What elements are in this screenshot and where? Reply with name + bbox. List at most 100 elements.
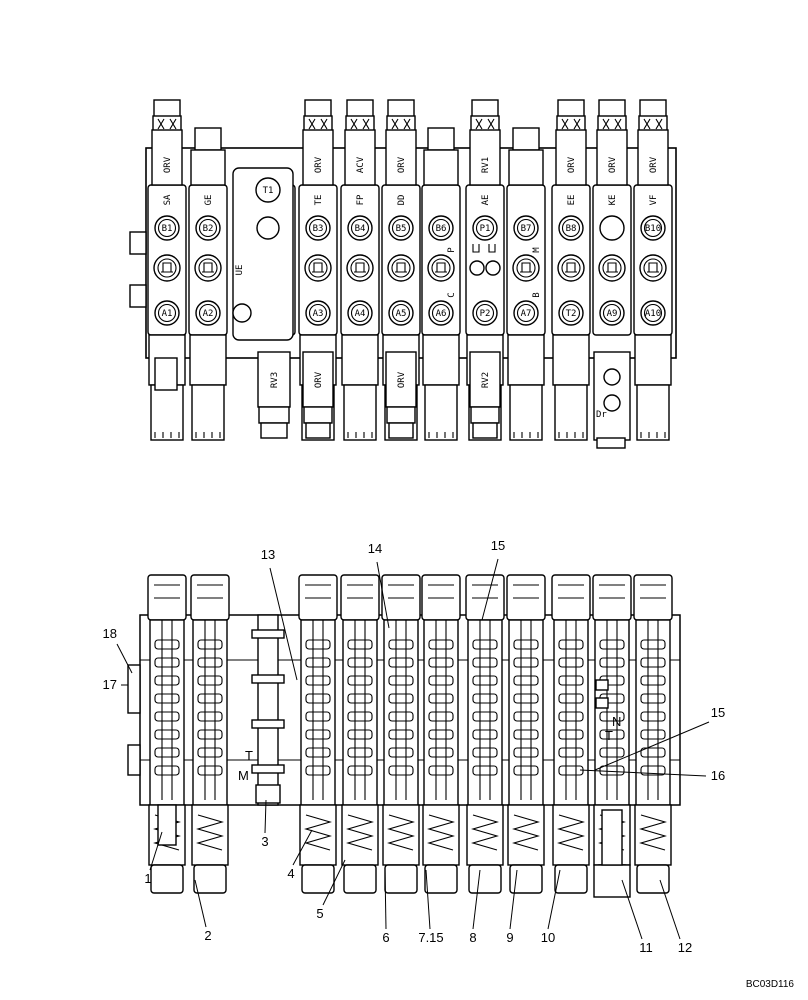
rv3-valve — [257, 351, 291, 408]
spool-land — [428, 765, 454, 776]
spool-land — [558, 693, 584, 704]
spool-land — [388, 711, 414, 722]
spool-rod — [479, 620, 491, 800]
port-boss — [508, 149, 544, 186]
spool-land — [472, 747, 498, 758]
end-cap — [384, 864, 418, 894]
spring-housing — [341, 804, 379, 866]
port-circle-upper-inner — [157, 218, 177, 238]
inlet-plug — [256, 216, 280, 240]
valve-hex-marks — [475, 118, 495, 130]
relief-valve-top — [385, 129, 417, 186]
spool-land — [154, 747, 180, 758]
spool-land — [154, 765, 180, 776]
port-plug — [194, 127, 222, 151]
callout-leader-2 — [194, 879, 207, 928]
section-code: FP — [356, 194, 366, 205]
end-cap — [343, 864, 377, 894]
callout-1: 1 — [144, 871, 151, 886]
spool-land — [197, 693, 223, 704]
bottom-valve-cap — [472, 422, 498, 439]
spool-key-mark — [354, 262, 366, 273]
lower-body — [189, 334, 227, 386]
port-label-upper: B3 — [313, 224, 324, 234]
valve-hex-marks — [350, 118, 370, 130]
callout-5: 5 — [316, 906, 323, 921]
callout-9: 9 — [506, 930, 513, 945]
port-label-lower: P2 — [480, 309, 491, 319]
lower-cap — [343, 384, 377, 441]
end-cap — [424, 864, 458, 894]
spool-end-inner — [157, 258, 177, 278]
cap-lines — [154, 584, 180, 599]
section-code: AE — [481, 195, 491, 206]
end-cap — [150, 864, 184, 894]
spool-rod — [435, 620, 447, 800]
spool-land — [305, 729, 331, 740]
spool-rod — [606, 620, 618, 800]
port-circle-lower-inner — [350, 303, 370, 323]
check-port-right — [485, 260, 501, 276]
body-letter: T — [245, 748, 253, 763]
top-valve-label: RV1 — [481, 157, 491, 173]
callout-7.15: 7.15 — [418, 930, 443, 945]
spool-land — [558, 657, 584, 668]
port-label-lower: A2 — [203, 309, 214, 319]
spool-land — [154, 675, 180, 686]
port-label-lower: T2 — [566, 309, 577, 319]
spool-land — [640, 639, 666, 650]
relief-valve-top — [344, 129, 376, 186]
port-label: T1 — [263, 186, 274, 196]
bottom-valve-cap — [305, 422, 331, 439]
port-label-upper: B7 — [521, 224, 532, 234]
callout-4: 4 — [287, 866, 294, 881]
spool-land — [305, 675, 331, 686]
port-circle-upper-inner — [431, 218, 451, 238]
spring-coil — [196, 814, 224, 851]
drain-base — [596, 437, 626, 449]
spool-land — [388, 765, 414, 776]
inlet-bore — [257, 614, 279, 806]
section-code: DD — [397, 195, 407, 206]
cap-lines — [472, 584, 498, 599]
relief-valve-bottom — [469, 351, 501, 408]
spring-coil — [471, 814, 499, 851]
spool-column-5 — [340, 574, 380, 894]
callout-3: 3 — [261, 834, 268, 849]
spool-land — [558, 711, 584, 722]
port-circle-upper-inner — [516, 218, 536, 238]
cap-ridges — [558, 432, 584, 438]
spool-land — [347, 747, 373, 758]
spool-end-inner — [561, 258, 581, 278]
spring-housing — [634, 804, 672, 866]
port-label-lower: A4 — [355, 309, 366, 319]
rv3-nut — [258, 406, 290, 424]
body-letter: N — [612, 714, 621, 729]
spool-land — [428, 675, 454, 686]
cap-ridges — [513, 432, 539, 438]
port-label-upper: B8 — [566, 224, 577, 234]
port-circle-lower-inner — [308, 303, 328, 323]
lower-cap — [191, 384, 225, 441]
spool-land — [640, 693, 666, 704]
left-fitting-lower — [129, 284, 147, 308]
spool-land — [558, 729, 584, 740]
port-circle-lower-inner — [475, 303, 495, 323]
callout-leader-15 — [594, 721, 710, 771]
spool-land — [472, 711, 498, 722]
inlet-rib — [251, 719, 285, 729]
spool-land — [154, 639, 180, 650]
port-t1 — [255, 177, 281, 203]
spool-column-10 — [551, 574, 591, 894]
valve-hex-marks — [561, 118, 581, 130]
spool-end-inner — [350, 258, 370, 278]
port-label-upper: B5 — [396, 224, 407, 234]
port-label-lower: A5 — [396, 309, 407, 319]
top-valve-label: ORV — [567, 156, 577, 173]
spring-housing — [552, 804, 590, 866]
spool-land — [428, 693, 454, 704]
spring-housing — [466, 804, 504, 866]
spool-key-mark — [312, 262, 324, 273]
callout-11: 11 — [639, 940, 653, 955]
spool-land — [197, 639, 223, 650]
